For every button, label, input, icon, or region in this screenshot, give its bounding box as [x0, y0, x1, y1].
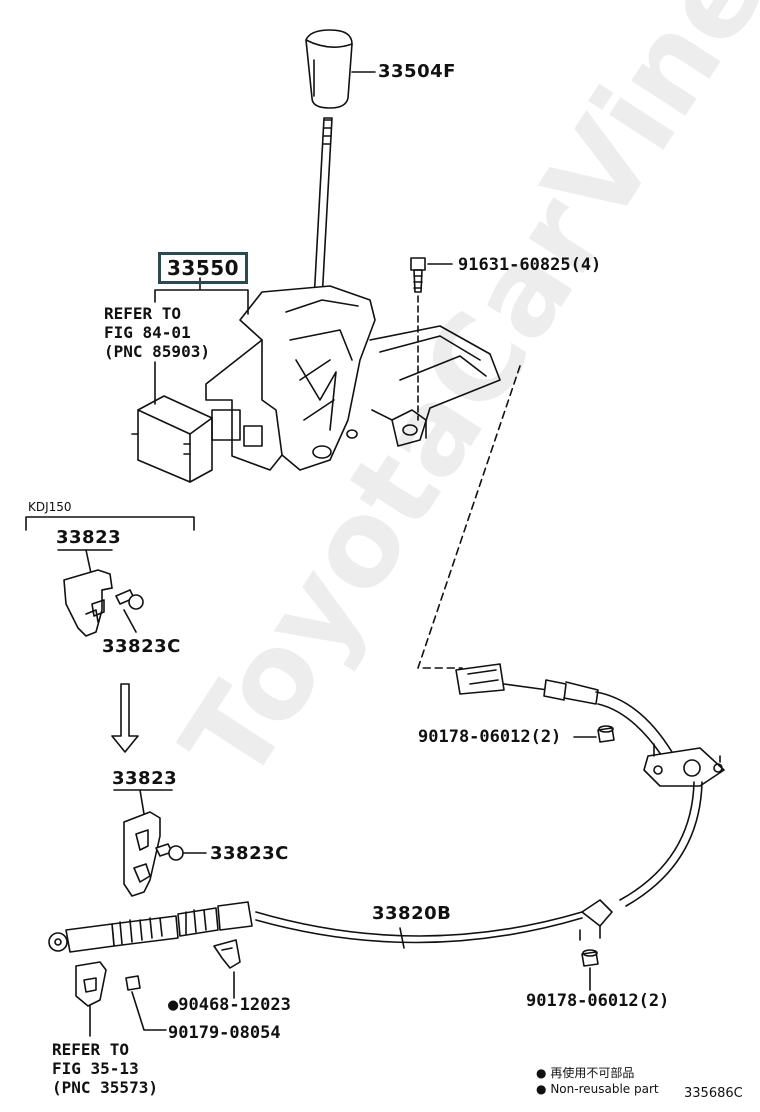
label-bolt: 91631-60825(4) — [458, 255, 602, 275]
label-shift-lever-assy: 33550 — [158, 252, 249, 284]
label-cable: 33820B — [372, 903, 452, 924]
label-nut-lower: 90178-06012(2) — [526, 991, 670, 1011]
shift-knob-icon — [305, 29, 353, 109]
legend-english-text: Non-reusable part — [550, 1082, 659, 1096]
legend-dot-icon: ● — [536, 1082, 547, 1096]
shift-cable-icon — [48, 663, 725, 953]
refer-fig35-line3: (PNC 35573) — [52, 1078, 158, 1097]
refer-fig84-line1: REFER TO — [104, 304, 182, 323]
kdj-clip-icon — [115, 589, 144, 610]
label-nut-upper: 90178-06012(2) — [418, 727, 562, 747]
refer-fig35-line2: FIG 35-13 — [52, 1059, 139, 1078]
label-bracket-clip: 33823C — [210, 843, 289, 864]
nut-upper-icon — [597, 725, 615, 743]
shift-rod-icon — [313, 117, 333, 301]
ecu-module-icon — [131, 395, 213, 483]
label-kdj-bracket: 33823 — [56, 527, 122, 548]
label-knob: 33504F — [378, 61, 456, 82]
refer-fig84-line3: (PNC 85903) — [104, 342, 210, 361]
diagram-id: 335686C — [684, 1086, 743, 1101]
label-bracket: 33823 — [112, 768, 178, 789]
label-clip: ●90468-12023 — [168, 995, 291, 1015]
refer-fig35-line1: REFER TO — [52, 1040, 130, 1059]
arrow-down-icon — [111, 683, 139, 753]
shift-lever-base-icon — [205, 285, 501, 471]
cable-clip-icon — [213, 939, 241, 969]
nut-lower-icon — [581, 949, 599, 967]
label-kdj-bracket-clip: 33823C — [102, 636, 181, 657]
legend-english: ● Non-reusable part — [536, 1082, 659, 1096]
label-nut-small: 90179-08054 — [168, 1023, 281, 1043]
kdj-bracket-icon — [63, 569, 113, 637]
legend-japanese-text: 再使用不可部品 — [550, 1066, 635, 1080]
model-label: KDJ150 — [28, 500, 72, 514]
small-bracket-icon — [75, 961, 107, 1007]
nut-small-icon — [125, 975, 141, 991]
legend-japanese: ● 再使用不可部品 — [536, 1064, 634, 1081]
bracket-clip-icon — [155, 843, 184, 861]
bolt-icon — [410, 257, 426, 293]
legend-dot-icon: ● — [536, 1066, 547, 1080]
refer-fig84-line2: FIG 84-01 — [104, 323, 191, 342]
bracket-icon — [123, 811, 161, 897]
